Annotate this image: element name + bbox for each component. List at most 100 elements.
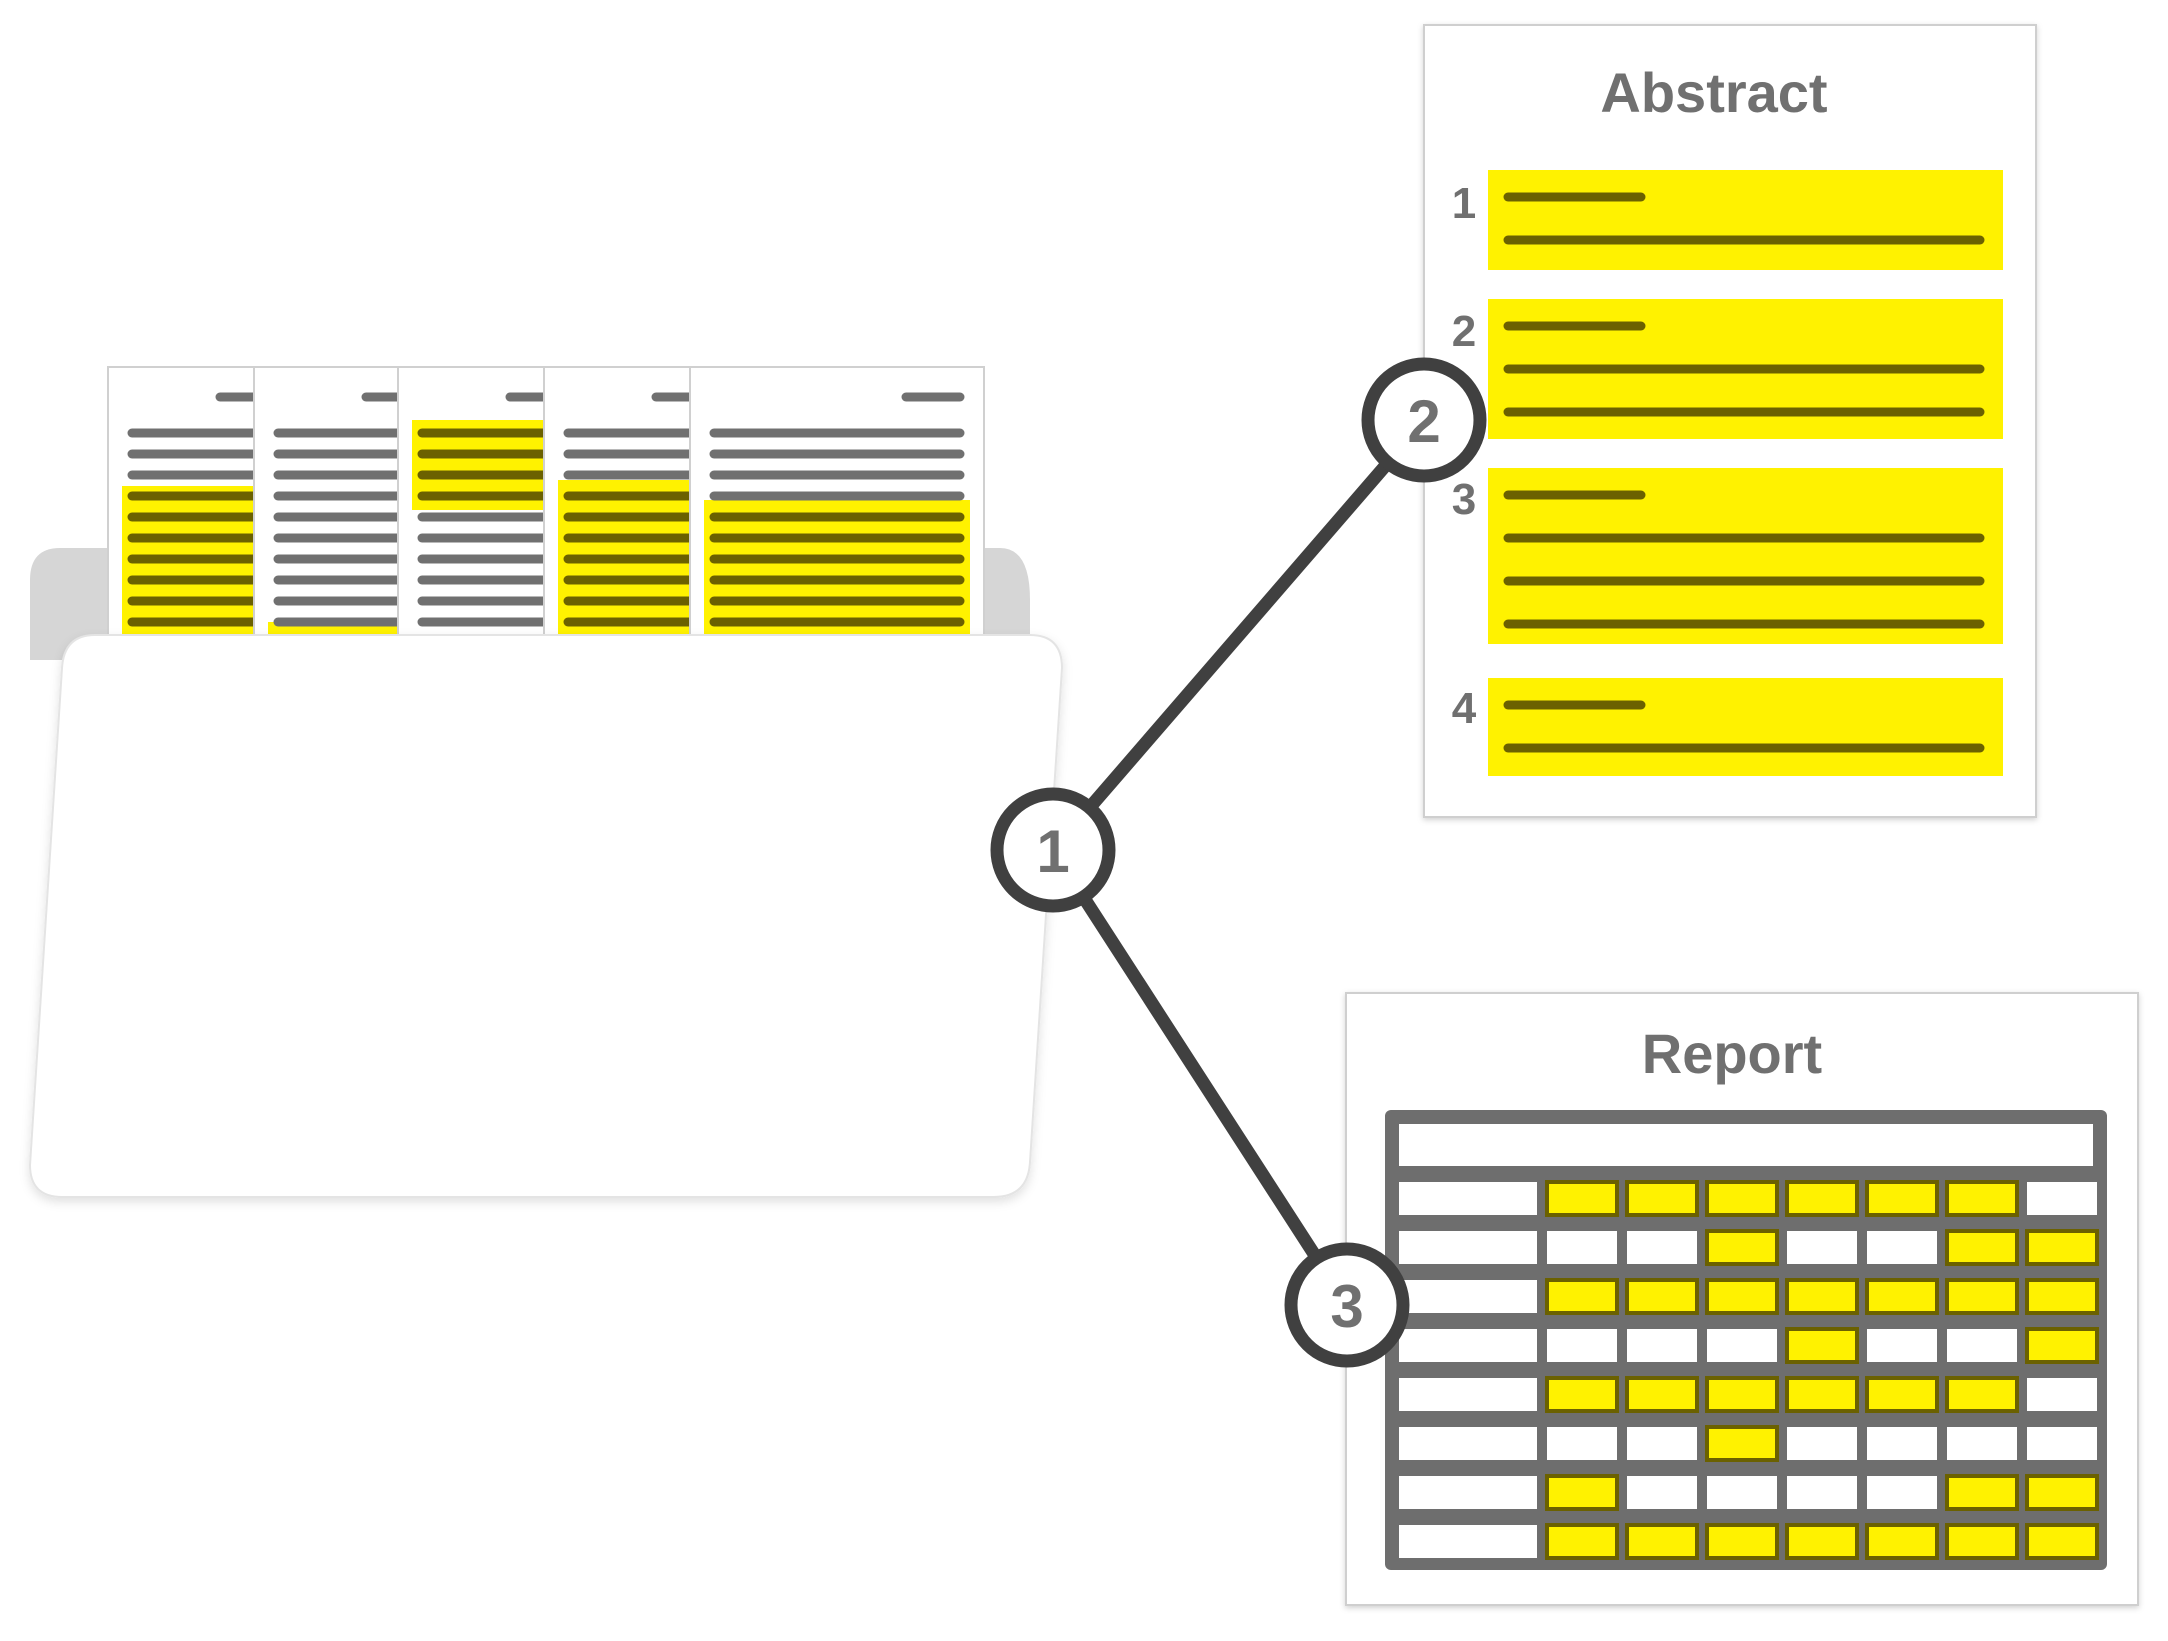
table-row-label-cell [1399, 1476, 1537, 1509]
document-stack [107, 366, 985, 648]
table-cell-highlighted [1545, 1180, 1619, 1217]
table-cell-highlighted [2025, 1229, 2099, 1266]
table-cell-highlighted [1945, 1376, 2019, 1413]
table-cell-highlighted [1705, 1180, 1779, 1217]
table-row [1399, 1523, 2099, 1560]
abstract-item-number: 3 [1452, 475, 1476, 524]
table-row-label-cell [1399, 1231, 1537, 1264]
table-row [1399, 1474, 2099, 1511]
table-row-label-cell [1399, 1378, 1537, 1411]
table-cell-highlighted [1785, 1327, 1859, 1364]
table-cell [1627, 1329, 1697, 1362]
table-cell [2027, 1378, 2097, 1411]
table-cell [1547, 1427, 1617, 1460]
node-2: 2 [1361, 357, 1487, 483]
abstract-title: Abstract [1600, 61, 1827, 124]
abstract-highlight [1488, 170, 2003, 270]
table-cell-highlighted [1945, 1474, 2019, 1511]
table-cell-highlighted [1705, 1229, 1779, 1266]
node-3: 3 [1284, 1242, 1410, 1368]
table-cell-highlighted [2025, 1278, 2099, 1315]
table-cell-highlighted [1545, 1376, 1619, 1413]
abstract-item-number: 1 [1452, 179, 1476, 228]
table-cell [1787, 1427, 1857, 1460]
table-cell [1627, 1427, 1697, 1460]
table-cell-highlighted [1625, 1376, 1699, 1413]
table-cell-highlighted [1625, 1278, 1699, 1315]
table-cell-highlighted [1705, 1376, 1779, 1413]
table-cell-highlighted [1785, 1523, 1859, 1560]
table-row [1399, 1376, 2097, 1413]
highlight-block [704, 500, 970, 634]
table-cell [1707, 1476, 1777, 1509]
table-cell-highlighted [1785, 1180, 1859, 1217]
table-cell [1787, 1476, 1857, 1509]
table-cell-highlighted [1545, 1523, 1619, 1560]
table-row [1399, 1180, 2097, 1217]
table-cell-highlighted [1945, 1523, 2019, 1560]
table-cell-highlighted [1705, 1523, 1779, 1560]
connector-1-2 [1046, 413, 1432, 857]
table-cell-highlighted [1785, 1376, 1859, 1413]
abstract-item: 1 [1452, 170, 2003, 270]
abstract-item: 2 [1452, 299, 2003, 439]
folder-icon [28, 366, 1064, 1198]
table-header-cell [1399, 1124, 2093, 1166]
table-cell [1787, 1231, 1857, 1264]
table-row [1399, 1229, 2099, 1266]
node-1: 1 [990, 787, 1116, 913]
node-2-label: 2 [1407, 388, 1440, 455]
table-cell [1947, 1329, 2017, 1362]
table-cell [1867, 1231, 1937, 1264]
table-cell [1707, 1329, 1777, 1362]
table-row [1399, 1278, 2099, 1315]
table-cell-highlighted [1705, 1425, 1779, 1462]
table-cell [1627, 1231, 1697, 1264]
table-row [1399, 1425, 2097, 1462]
abstract-items: 1 2 3 4 [1452, 170, 2003, 776]
abstract-document: Abstract 1 2 3 4 [1423, 24, 2037, 818]
table-cell-highlighted [2025, 1327, 2099, 1364]
table-row [1399, 1327, 2099, 1364]
table-cell-highlighted [1865, 1376, 1939, 1413]
table-row-label-cell [1399, 1182, 1537, 1215]
table-cell-highlighted [1705, 1278, 1779, 1315]
table-cell [1627, 1476, 1697, 1509]
table-cell [1947, 1427, 2017, 1460]
table-cell-highlighted [1625, 1523, 1699, 1560]
abstract-item-number: 2 [1452, 307, 1476, 356]
abstract-item: 4 [1452, 678, 2003, 776]
table-cell [1867, 1476, 1937, 1509]
node-3-label: 3 [1330, 1273, 1363, 1340]
report-title: Report [1642, 1022, 1822, 1085]
table-cell [1547, 1231, 1617, 1264]
connector-lines [1046, 413, 1432, 1312]
table-cell-highlighted [1625, 1180, 1699, 1217]
document-icon [689, 366, 985, 648]
table-cell [2027, 1427, 2097, 1460]
folder-front [28, 634, 1064, 1198]
table-cell-highlighted [1945, 1278, 2019, 1315]
table-row-label-cell [1399, 1280, 1537, 1313]
abstract-item: 3 [1452, 468, 2003, 644]
report-table [1385, 1110, 2107, 1570]
table-cell [1867, 1329, 1937, 1362]
node-1-label: 1 [1036, 818, 1069, 885]
table-row-label-cell [1399, 1525, 1537, 1558]
table-cell [1867, 1427, 1937, 1460]
table-cell-highlighted [1945, 1180, 2019, 1217]
connector-1-3 [1046, 843, 1354, 1312]
report-document: Report [1345, 992, 2139, 1606]
table-row-label-cell [1399, 1329, 1537, 1362]
table-cell-highlighted [1865, 1278, 1939, 1315]
table-cell-highlighted [2025, 1474, 2099, 1511]
table-cell-highlighted [1865, 1180, 1939, 1217]
table-row-label-cell [1399, 1427, 1537, 1460]
table-cell-highlighted [1865, 1523, 1939, 1560]
table-cell-highlighted [2025, 1523, 2099, 1560]
table-cell [1547, 1329, 1617, 1362]
table-cell [2027, 1182, 2097, 1215]
table-cell-highlighted [1785, 1278, 1859, 1315]
table-cell-highlighted [1545, 1474, 1619, 1511]
table-cell-highlighted [1545, 1278, 1619, 1315]
